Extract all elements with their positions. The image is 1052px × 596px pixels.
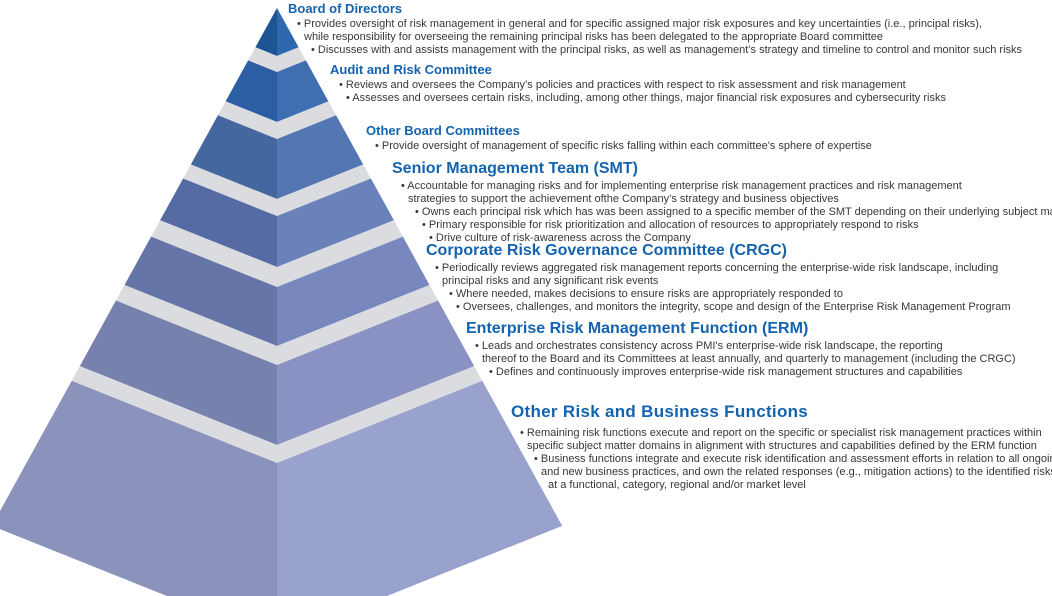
pyramid-layer-7-right-face <box>277 380 563 596</box>
layer-bullet-list: • Remaining risk functions execute and r… <box>520 427 1052 492</box>
pyramid-layer-5-right-face <box>277 236 430 346</box>
layer-heading: Other Risk and Business Functions <box>511 402 809 421</box>
pyramid-layer-1-left-face <box>255 8 277 56</box>
bullet-line: • Periodically reviews aggregated risk m… <box>435 262 999 274</box>
layer-block-senior-management-team: Senior Management Team (SMT) • Accountab… <box>392 159 1052 245</box>
layer-block-other-risk-and-business-functions: Other Risk and Business Functions • Rema… <box>511 402 1052 492</box>
pyramid-step-band-5 <box>115 285 439 365</box>
bullet-line-continuation: principal risks and any significant risk… <box>442 275 659 287</box>
bullet-line: • Provide oversight of management of spe… <box>375 140 872 152</box>
layer-bullet-list: • Accountable for managing risks and for… <box>401 180 1052 245</box>
pyramid-layer-5-left-face <box>124 236 277 346</box>
layer-block-corporate-risk-governance-committee: Corporate Risk Governance Committee (CRG… <box>426 241 1011 314</box>
bullet-line-continuation: specific subject matter domains in align… <box>527 440 1037 452</box>
pyramid-layer-7-left-face <box>0 380 277 596</box>
bullet-line: • Leads and orchestrates consistency acr… <box>475 340 943 352</box>
layer-heading: Audit and Risk Committee <box>330 62 492 77</box>
bullet-line-continuation: thereof to the Board and its Committees … <box>482 353 1016 365</box>
bullet-line: • Defines and continuously improves ente… <box>489 366 963 378</box>
bullet-line: • Owns each principal risk which has was… <box>415 206 1052 218</box>
layer-block-board-of-directors: Board of Directors • Provides oversight … <box>288 1 1022 57</box>
bullet-line-continuation: strategies to support the achievement of… <box>408 193 839 205</box>
bullet-line: • Accountable for managing risks and for… <box>401 180 962 192</box>
pyramid-step-band-2 <box>217 101 337 139</box>
bullet-line: • Business functions integrate and execu… <box>534 453 1052 465</box>
bullet-line: • Provides oversight of risk management … <box>297 18 982 30</box>
bullet-line: • Drive culture of risk-awareness across… <box>429 232 691 244</box>
layer-block-audit-and-risk-committee: Audit and Risk Committee • Reviews and o… <box>330 62 946 105</box>
layer-bullet-list: • Leads and orchestrates consistency acr… <box>475 340 1016 379</box>
pyramid-layer-6-left-face <box>79 300 277 445</box>
layer-block-enterprise-risk-management-function: Enterprise Risk Management Function (ERM… <box>466 319 1016 379</box>
layer-block-other-board-committees: Other Board Committees • Provide oversig… <box>366 123 872 153</box>
layer-heading: Corporate Risk Governance Committee (CRG… <box>426 242 787 259</box>
layer-bullet-list: • Provide oversight of management of spe… <box>375 140 872 153</box>
bullet-line: • Primary responsible for risk prioritiz… <box>422 219 919 231</box>
bullet-line: • Remaining risk functions execute and r… <box>520 427 1042 439</box>
layer-heading: Board of Directors <box>288 1 403 16</box>
pyramid-step-band-3 <box>183 164 371 216</box>
pyramid-layer-4-right-face <box>277 178 394 267</box>
bullet-line-continuation: while responsibility for overseeing the … <box>304 31 884 43</box>
bullet-line: • Discusses with and assists management … <box>311 44 1023 56</box>
bullet-line: • Reviews and oversees the Company’s pol… <box>339 79 906 91</box>
layer-heading: Enterprise Risk Management Function (ERM… <box>466 320 809 337</box>
pyramid-step-band-4 <box>151 220 403 287</box>
bullet-line-continuation: and new business practices, and own the … <box>541 466 1052 478</box>
pyramid-layer-4-left-face <box>160 178 277 267</box>
bullet-line: • Where needed, makes decisions to ensur… <box>449 288 843 300</box>
layer-heading: Senior Management Team (SMT) <box>392 160 638 177</box>
pyramid-layer-6-right-face <box>277 300 475 445</box>
pyramid-step-band-1 <box>248 47 306 72</box>
pyramid-layer-2-right-face <box>277 60 329 122</box>
layer-heading: Other Board Committees <box>366 123 520 138</box>
pyramid-layer-3-left-face <box>190 115 277 199</box>
pyramid-layer-1-right-face <box>277 8 299 56</box>
pyramid-layer-3-right-face <box>277 115 364 199</box>
bullet-line: • Assesses and oversees certain risks, i… <box>346 92 946 104</box>
layer-bullet-list: • Periodically reviews aggregated risk m… <box>435 262 1011 314</box>
pyramid-layer-2-left-face <box>225 60 277 122</box>
bullet-line-continuation: at a functional, category, regional and/… <box>548 479 806 491</box>
bullet-line: • Oversees, challenges, and monitors the… <box>456 301 1011 313</box>
layer-bullet-list: • Reviews and oversees the Company’s pol… <box>339 79 946 105</box>
layer-bullet-list: • Provides oversight of risk management … <box>297 18 1022 57</box>
